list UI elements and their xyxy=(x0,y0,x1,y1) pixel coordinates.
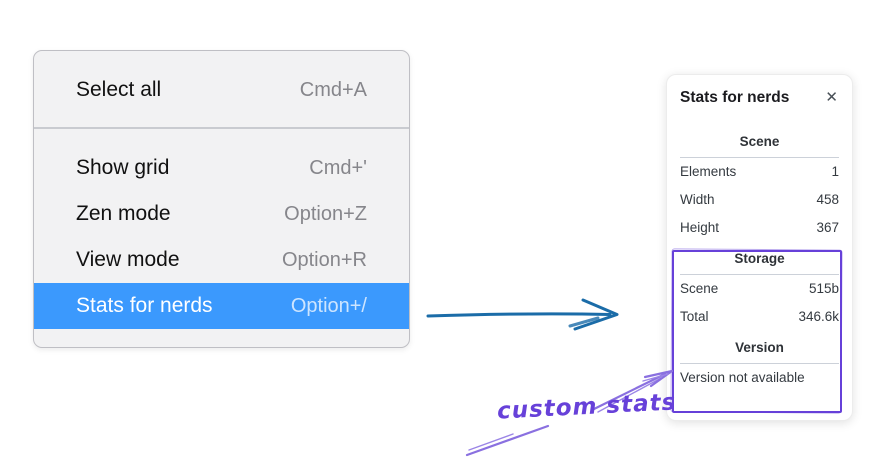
arrow-menu-to-panel-icon xyxy=(426,298,619,331)
stat-row: Height 367 xyxy=(680,214,839,242)
stat-label: Scene xyxy=(680,281,719,296)
stat-label: Total xyxy=(680,309,709,324)
stat-value: 515b xyxy=(808,281,839,296)
menu-item-label: Stats for nerds xyxy=(76,294,213,317)
context-menu: Select all Cmd+A Show grid Cmd+' Zen mod… xyxy=(33,50,410,348)
stat-value: 346.6k xyxy=(798,309,839,324)
stats-panel-title: Stats for nerds xyxy=(680,89,790,106)
stats-section-storage: Storage Scene 515b Total 346.6k xyxy=(680,250,839,331)
annotation-label: custom stats xyxy=(496,389,677,425)
section-heading: Storage xyxy=(734,251,785,266)
menu-item-shortcut: Option+/ xyxy=(290,294,367,317)
menu-item-show-grid[interactable]: Show grid Cmd+' xyxy=(34,145,409,191)
stats-panel-header: Stats for nerds ✕ xyxy=(680,87,839,109)
section-divider xyxy=(680,363,839,364)
section-heading: Version xyxy=(735,340,784,355)
menu-item-label: View mode xyxy=(76,248,180,271)
section-divider xyxy=(680,274,839,275)
menu-item-zen-mode[interactable]: Zen mode Option+Z xyxy=(34,191,409,237)
stat-value: 1 xyxy=(831,164,839,179)
stat-label: Width xyxy=(680,192,715,207)
menu-item-shortcut: Cmd+' xyxy=(309,156,367,179)
version-note: Version not available xyxy=(680,370,805,385)
menu-item-select-all[interactable]: Select all Cmd+A xyxy=(34,67,409,113)
menu-item-label: Select all xyxy=(76,78,162,101)
menu-item-shortcut: Option+R xyxy=(281,248,367,271)
stat-label: Elements xyxy=(680,164,737,179)
menu-item-view-mode[interactable]: View mode Option+R xyxy=(34,237,409,283)
stat-row: Total 346.6k xyxy=(680,303,839,331)
menu-item-shortcut: Option+Z xyxy=(284,202,367,225)
stat-value: 458 xyxy=(816,192,839,207)
stat-row: Scene 515b xyxy=(680,275,839,303)
section-heading: Scene xyxy=(739,134,780,149)
stat-row: Elements 1 xyxy=(680,158,839,186)
menu-item-stats-for-nerds[interactable]: Stats for nerds Option+/ xyxy=(34,283,409,329)
menu-item-label: Zen mode xyxy=(76,202,171,225)
stat-value: 367 xyxy=(816,220,839,235)
menu-item-label: Show grid xyxy=(76,156,170,179)
stats-section-version: Version Version not available xyxy=(680,339,839,392)
stat-row: Width 458 xyxy=(680,186,839,214)
stat-label: Height xyxy=(680,220,720,235)
stats-panel: Stats for nerds ✕ Scene Elements 1 Width… xyxy=(666,74,853,421)
stats-section-scene: Scene Elements 1 Width 458 Height 367 xyxy=(680,133,839,242)
section-divider xyxy=(680,157,839,158)
menu-item-shortcut: Cmd+A xyxy=(299,78,367,101)
menu-separator xyxy=(34,127,409,129)
close-icon[interactable]: ✕ xyxy=(825,89,838,106)
